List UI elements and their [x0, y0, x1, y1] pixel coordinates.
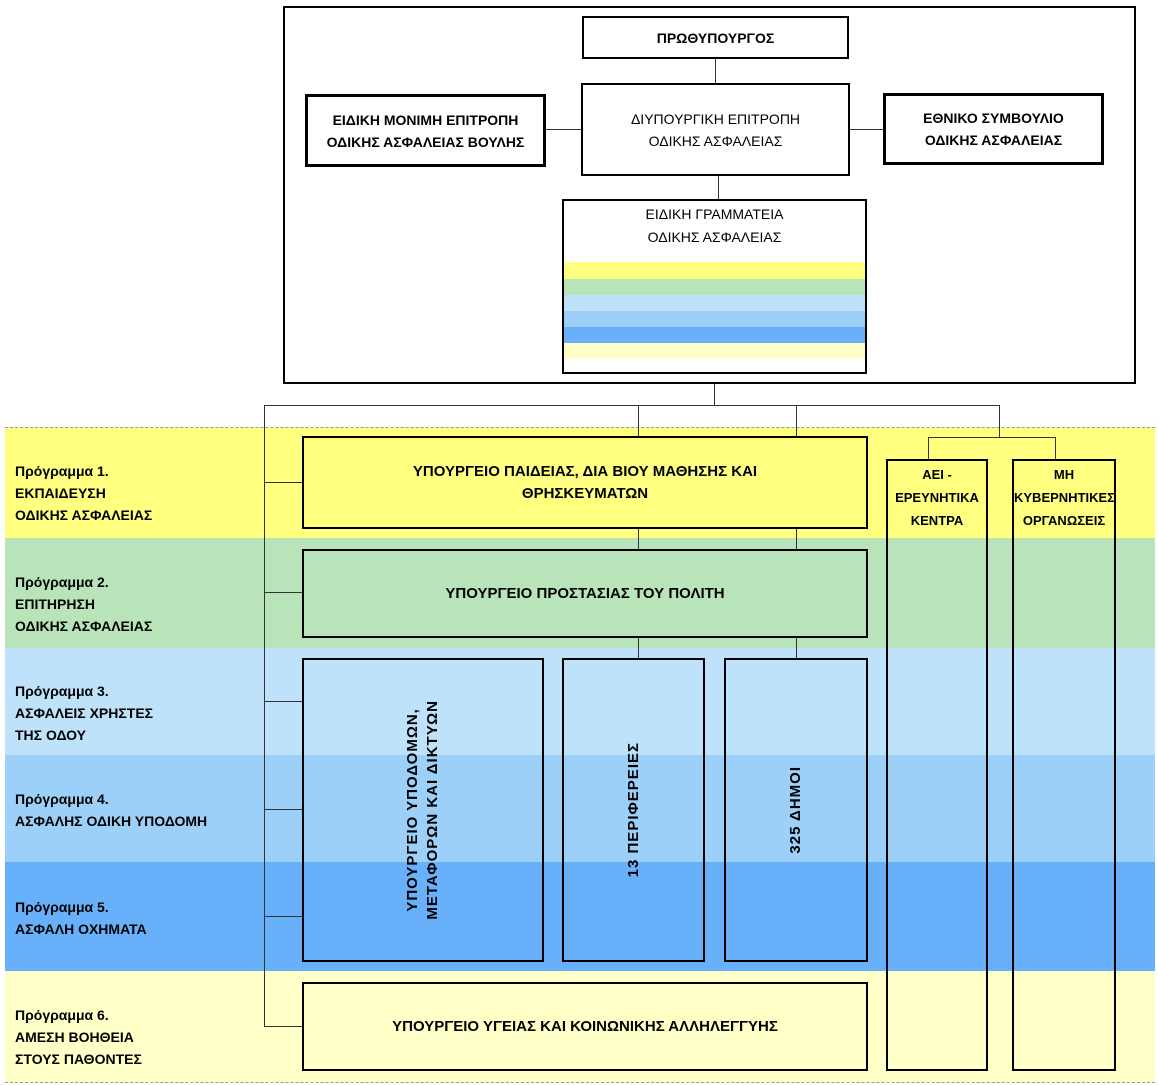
branch-1	[264, 482, 302, 483]
secretariat-stripe-5	[564, 327, 865, 343]
connector-right	[850, 129, 883, 130]
program-band-3: Πρόγραμμα 3. ΑΣΦΑΛΕΙΣ ΧΡΗΣΤΕΣ ΤΗΣ ΟΔΟΥ	[5, 648, 1155, 755]
program-band-5: Πρόγραμμα 5. ΑΣΦΑΛΗ ΟΧΗΜΑΤΑ	[5, 862, 1155, 971]
national-council-box: ΕΘΝΙΚΟ ΣΥΜΒΟΥΛΙΟ ΟΔΙΚΗΣ ΑΣΦΑΛΕΙΑΣ	[883, 93, 1104, 165]
connector-horizontal-bus	[264, 405, 1000, 406]
prime-minister-box: ΠΡΩΘΥΠΟΥΡΓΟΣ	[582, 16, 849, 59]
interministerial-committee-box: ΔΙΥΠΟΥΡΓΙΚΗ ΕΠΙΤΡΟΠΗ ΟΔΙΚΗΣ ΑΣΦΑΛΕΙΑΣ	[581, 83, 850, 176]
program-label-3: Πρόγραμμα 3. ΑΣΦΑΛΕΙΣ ΧΡΗΣΤΕΣ ΤΗΣ ΟΔΟΥ	[15, 683, 154, 743]
program-label-5: Πρόγραμμα 5. ΑΣΦΑΛΗ ΟΧΗΜΑΤΑ	[15, 899, 147, 937]
connector-prot-munis	[796, 638, 797, 658]
program-label-4: Πρόγραμμα 4. ΑΣΦΑΛΗΣ ΟΔΙΚΗ ΥΠΟΔΟΜΗ	[15, 791, 208, 829]
connector-secretariat	[718, 176, 719, 199]
municipalities-label: 325 ΔΗΜΟΙ	[787, 766, 804, 854]
ngos-label: ΜΗ ΚΥΒΕΡΝΗΤΙΚΕΣ ΟΡΓΑΝΩΣΕΙΣ	[1014, 467, 1115, 528]
regions-label: 13 ΠΕΡΙΦΕΡΕΙΕΣ	[624, 742, 642, 878]
program-label-6: Πρόγραμμα 6. ΑΜΕΣΗ ΒΟΗΘΕΙΑ ΣΤΟΥΣ ΠΑΘΟΝΤΕ…	[15, 1007, 142, 1067]
connector-right-bus	[928, 437, 1056, 438]
program-label-2: Πρόγραμμα 2. ΕΠΙΤΗΡΗΣΗ ΟΔΙΚΗΣ ΑΣΦΑΛΕΙΑΣ	[15, 574, 153, 634]
branch-4	[264, 809, 302, 810]
universities-box: ΑΕΙ - ΕΡΕΥΝΗΤΙΚΑ ΚΕΝΤΡΑ	[886, 459, 988, 1071]
top-governance-frame	[283, 6, 1136, 384]
connector-prot-regions	[638, 638, 639, 658]
branch-2	[264, 592, 302, 593]
special-secretariat-label: ΕΙΔΙΚΗ ΓΡΑΜΜΑΤΕΙΑ ΟΔΙΚΗΣ ΑΣΦΑΛΕΙΑΣ	[645, 206, 784, 245]
connector-main-down	[714, 384, 715, 405]
ministry-health-box: ΥΠΟΥΡΓΕΙΟ ΥΓΕΙΑΣ ΚΑΙ ΚΟΙΝΩΝΙΚΗΣ ΑΛΛΗΛΕΓΓ…	[302, 982, 868, 1071]
connector-edu-2	[796, 405, 797, 436]
ministry-protection-box: ΥΠΟΥΡΓΕΙΟ ΠΡΟΣΤΑΣΙΑΣ ΤΟΥ ΠΟΛΙΤΗ	[302, 549, 868, 638]
connector-edu-prot-1	[638, 529, 639, 549]
connector-pm	[715, 59, 716, 83]
secretariat-stripe-4	[564, 311, 865, 327]
secretariat-stripe-6	[564, 343, 865, 359]
ministry-infrastructure-label: ΥΠΟΥΡΓΕΙΟ ΥΠΟΔΟΜΩΝ, ΜΕΤΑΦΟΡΩΝ ΚΑΙ ΔΙΚΤΥΩ…	[404, 700, 441, 920]
ngos-box: ΜΗ ΚΥΒΕΡΝΗΤΙΚΕΣ ΟΡΓΑΝΩΣΕΙΣ	[1012, 459, 1116, 1071]
regions-box: 13 ΠΕΡΙΦΕΡΕΙΕΣ	[562, 658, 705, 962]
parliament-committee-box: ΕΙΔΙΚΗ ΜΟΝΙΜΗ ΕΠΙΤΡΟΠΗ ΟΔΙΚΗΣ ΑΣΦΑΛΕΙΑΣ …	[305, 94, 546, 167]
connector-univ	[928, 437, 929, 459]
secretariat-stripe-1	[564, 262, 865, 279]
special-secretariat-box: ΕΙΔΙΚΗ ΓΡΑΜΜΑΤΕΙΑ ΟΔΙΚΗΣ ΑΣΦΑΛΕΙΑΣ	[562, 199, 867, 374]
connector-right-drop	[999, 405, 1000, 437]
program-band-4: Πρόγραμμα 4. ΑΣΦΑΛΗΣ ΟΔΙΚΗ ΥΠΟΔΟΜΗ	[5, 755, 1155, 862]
branch-6	[264, 1026, 302, 1027]
ministry-education-box: ΥΠΟΥΡΓΕΙΟ ΠΑΙΔΕΙΑΣ, ΔΙΑ ΒΙΟΥ ΜΑΘΗΣΗΣ ΚΑΙ…	[302, 436, 868, 529]
program-label-1: Πρόγραμμα 1. ΕΚΠΑΙΔΕΥΣΗ ΟΔΙΚΗΣ ΑΣΦΑΛΕΙΑΣ	[15, 463, 153, 523]
branch-3	[264, 701, 302, 702]
ministry-infrastructure-box: ΥΠΟΥΡΓΕΙΟ ΥΠΟΔΟΜΩΝ, ΜΕΤΑΦΟΡΩΝ ΚΑΙ ΔΙΚΤΥΩ…	[302, 658, 544, 962]
connector-left	[546, 129, 581, 130]
secretariat-stripe-2	[564, 279, 865, 295]
universities-label: ΑΕΙ - ΕΡΕΥΝΗΤΙΚΑ ΚΕΝΤΡΑ	[895, 467, 979, 528]
secretariat-stripe-3	[564, 295, 865, 311]
connector-left-trunk	[264, 405, 265, 1026]
connector-edu-1	[638, 405, 639, 436]
branch-5	[264, 916, 302, 917]
connector-edu-prot-2	[796, 529, 797, 549]
connector-ngo	[1055, 437, 1056, 459]
municipalities-box: 325 ΔΗΜΟΙ	[724, 658, 868, 962]
